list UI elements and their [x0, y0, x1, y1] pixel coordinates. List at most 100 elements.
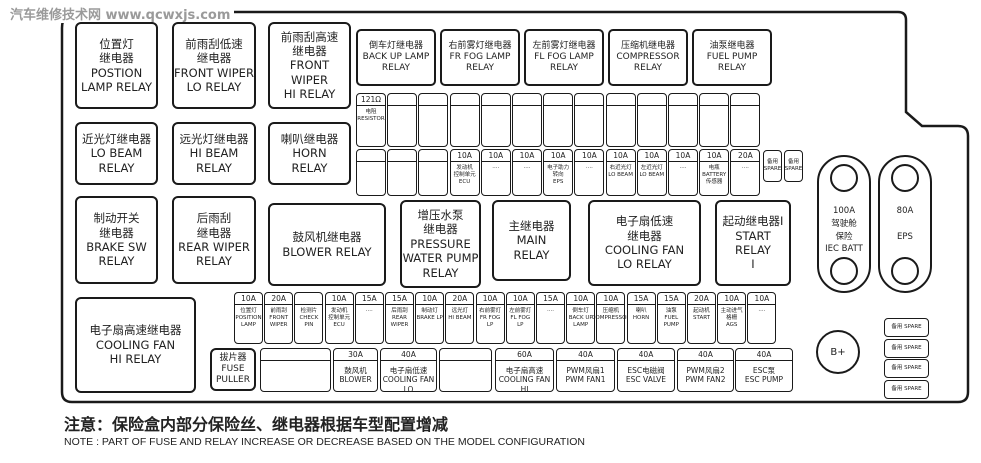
fuse-rating	[440, 349, 491, 361]
relay-name-cn: 前雨刮高速 继电器	[280, 29, 339, 58]
relay-name-cn: 右前雾灯继电器	[448, 40, 512, 51]
note-english: NOTE : PART OF FUSE AND RELAY INCREASE O…	[64, 436, 586, 448]
fuse-rating: 10A	[718, 293, 746, 305]
fuse-rating: 10A	[450, 150, 479, 162]
fuse-label: 左近光灯 LO BEAM	[639, 165, 665, 178]
fuse-label: 电子扇低速 COOLING FAN LO	[382, 366, 435, 394]
fuse-slot: 10A ····	[747, 292, 777, 344]
fuse-rating: 40A	[557, 349, 614, 361]
relay-name-cn: 压缩机继电器	[620, 40, 675, 51]
relay-name-en: FRONT WIPER HI RELAY	[283, 58, 336, 102]
fuse-rating	[700, 94, 729, 106]
fuse-rating	[575, 94, 604, 106]
relay-name-cn: 喇叭继电器	[280, 131, 339, 146]
fuse-slot: 检测片 CHECK PIN	[294, 292, 324, 344]
spare-label: 备用 SPARE	[891, 344, 922, 351]
relay-name-en: BRAKE SW RELAY	[86, 240, 147, 269]
spare-fuse: 备用 SPARE	[763, 150, 782, 182]
fuse-rating	[419, 150, 448, 162]
relay-name-cn: 左前雾灯继电器	[532, 40, 596, 51]
relay-name-en: HORN RELAY	[291, 146, 328, 175]
relay-name-en: FUEL PUMP RELAY	[706, 51, 758, 74]
fuse-label: 制动灯 BRAKE LP	[416, 308, 443, 321]
fuse-label: 右前雾灯 FR FOG LP	[479, 308, 502, 328]
maxi-fuse: 40A 电子扇低速 COOLING FAN LO	[380, 348, 437, 394]
fuse-rating: 10A	[669, 150, 697, 162]
fuse-label: 压缩机 COMPRESSOR	[591, 308, 631, 321]
fuse-rating	[388, 94, 417, 106]
fuse-slot: 10A 压缩机 COMPRESSOR	[592, 292, 630, 344]
relay-name-cn: 油泵继电器	[709, 40, 755, 51]
fuse-rating: 20A	[731, 150, 760, 162]
fuse-rating: 10A	[416, 293, 444, 305]
fuse-slot: 10A ····	[668, 149, 698, 196]
relay-name-en: POSTION LAMP RELAY	[81, 65, 152, 94]
relay-name-cn: 倒车灯继电器	[368, 40, 423, 51]
relay-name-en: LO BEAM RELAY	[90, 146, 143, 175]
fuse-label: ····	[365, 308, 373, 314]
fuse-label: 后雨刮 REAR WIPER	[390, 308, 409, 328]
fuse-rating	[669, 94, 697, 106]
spare-fuse: 备用 SPARE	[884, 318, 929, 337]
relay-name-en: COOLING FAN LO RELAY	[604, 243, 685, 272]
relay-name-cn: 电子扇低速 继电器	[615, 214, 674, 243]
maxi-fuse: 40A ESC电磁阀 ESC VALVE	[617, 348, 675, 392]
battery-terminal-b-plus: B+	[816, 330, 860, 374]
fuse-rating: 10A	[700, 150, 729, 162]
spare-fuse: 备用 SPARE	[784, 150, 803, 182]
maxi-fuse	[260, 348, 331, 392]
fuse-label: ····	[679, 165, 687, 171]
fuse-slot	[387, 93, 418, 147]
relay-name-en: BLOWER RELAY	[282, 244, 372, 259]
fuse-label: 远光灯 HI BEAM	[448, 308, 472, 321]
fuse-rating: 40A	[618, 349, 674, 361]
maxi-fuse	[439, 348, 492, 392]
fuse-label: 发动机 控制单元 ECU	[453, 165, 476, 185]
fuse-label: 倒车灯 BACK UP LAMP	[568, 308, 593, 328]
fuse-rating: 10A	[748, 293, 776, 305]
fuse-label: ····	[585, 165, 593, 171]
fuse-label: ····	[758, 308, 766, 314]
relay-name-en: FUSE PULLER	[216, 363, 250, 386]
relay-name-en: COMPRESSOR RELAY	[616, 51, 680, 74]
fuse-slot	[605, 93, 636, 147]
fuse-rating: 40A	[381, 349, 436, 361]
fuse-rating: 10A	[606, 150, 635, 162]
fuse-rating: 10A	[575, 150, 604, 162]
fuse-label: 检测片 CHECK PIN	[299, 308, 319, 328]
fuse-label: 主动进气 格栅 AGS	[720, 308, 743, 328]
fuse-rating: 20A	[265, 293, 293, 305]
bolt-terminal	[891, 164, 919, 192]
fuse-label: 鼓风机 BLOWER	[339, 366, 372, 385]
fuse-rating	[637, 94, 666, 106]
bolt-fuse-label: 80A EPS	[896, 206, 914, 242]
fuse-rating: 10A	[544, 150, 573, 162]
fuse-slot	[574, 93, 605, 147]
fuse-label: ESC电磁阀 ESC VALVE	[625, 366, 667, 385]
relay-name-cn: 电子扇高速继电器	[89, 323, 182, 338]
fuse-rating: 60A	[496, 349, 553, 361]
fuse-rating: 10A	[567, 293, 595, 305]
fuse-rating: 15A	[657, 293, 685, 305]
fuse-rating: 20A	[446, 293, 474, 305]
fuse-rating	[731, 94, 760, 106]
relay-name-en: HI BEAM RELAY	[189, 146, 239, 175]
fuse-rating: 10A	[597, 293, 625, 305]
fuse-label: 发动机 控制单元 ECU	[328, 308, 351, 328]
relay-name-en: BACK UP LAMP RELAY	[362, 51, 430, 74]
